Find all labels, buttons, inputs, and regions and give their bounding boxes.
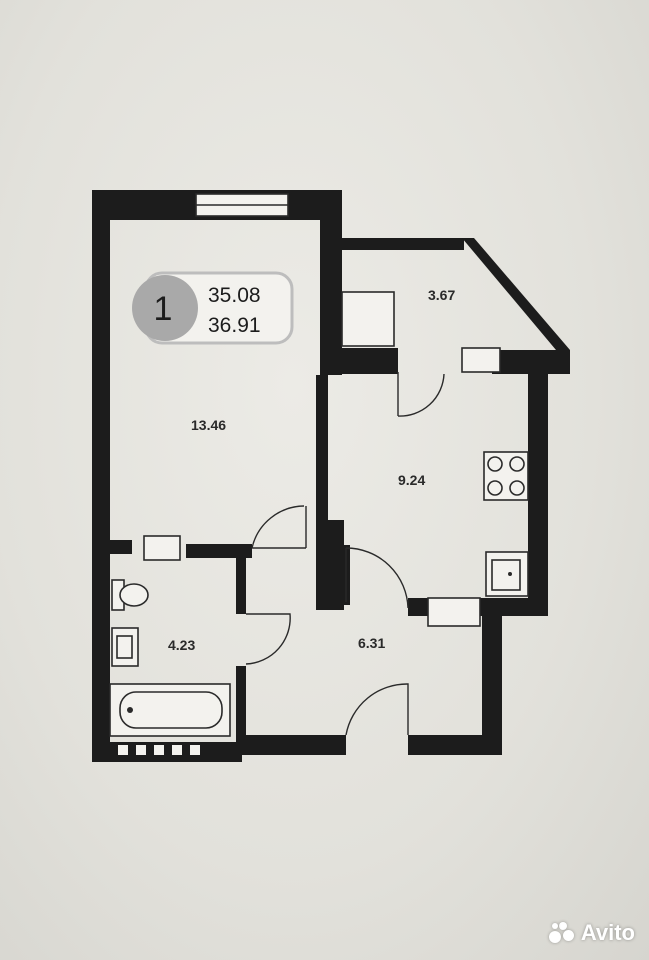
wall-loggia-kitchen-left [328,348,398,374]
room-area-kitchen: 9.24 [398,472,425,488]
door-loggia [397,372,445,417]
window-kitchen-bottom [427,597,481,627]
wall-left [92,190,110,762]
room-area-living: 13.46 [191,417,226,433]
wall-living-right-lower [316,375,328,525]
rooms-count: 1 [154,290,173,328]
kitchen-sink-icon [485,551,529,597]
wall-bath-right-lower [236,666,246,746]
living-area-total: 35.08 [208,284,261,307]
wall-living-right-bottom [316,520,344,610]
door-living [251,505,306,549]
wall-kitchen-right [528,370,548,615]
room-area-loggia: 3.67 [428,287,455,303]
door-bathroom [245,613,291,665]
wall-bottom-right [408,735,502,755]
watermark-text: Avito [580,920,635,945]
loggia-door-frame [461,347,501,373]
washbasin-icon [111,627,139,667]
wall-bath-right-upper [236,548,246,614]
avito-logo-icon [548,922,575,944]
vent-bath-top [143,535,181,561]
wall-living-bath-left [92,540,132,554]
wall-loggia-top [340,238,464,250]
avito-watermark: Avito [548,920,635,946]
vent-grille [118,745,200,755]
room-area-bathroom: 4.23 [168,637,195,653]
apartment-badge: 1 35.08 36.91 [132,271,294,345]
toilet-icon [111,579,149,611]
wall-loggia-diagonal [462,238,570,350]
wall-living-right-upper [320,190,342,375]
door-entrance [345,683,409,736]
bathtub-icon [109,683,231,737]
window-loggia [341,291,395,347]
wall-hall-right [482,610,502,755]
wall-bottom-left [92,742,242,762]
rooms-count-circle [132,275,198,341]
room-area-hallway: 6.31 [358,635,385,651]
stove-icon [483,451,529,501]
wall-bottom-middle [236,735,346,755]
wall-kitchen-hall [340,545,350,605]
door-kitchen [345,547,409,609]
wall-living-bath-right [186,544,252,558]
total-area: 36.91 [208,314,261,337]
